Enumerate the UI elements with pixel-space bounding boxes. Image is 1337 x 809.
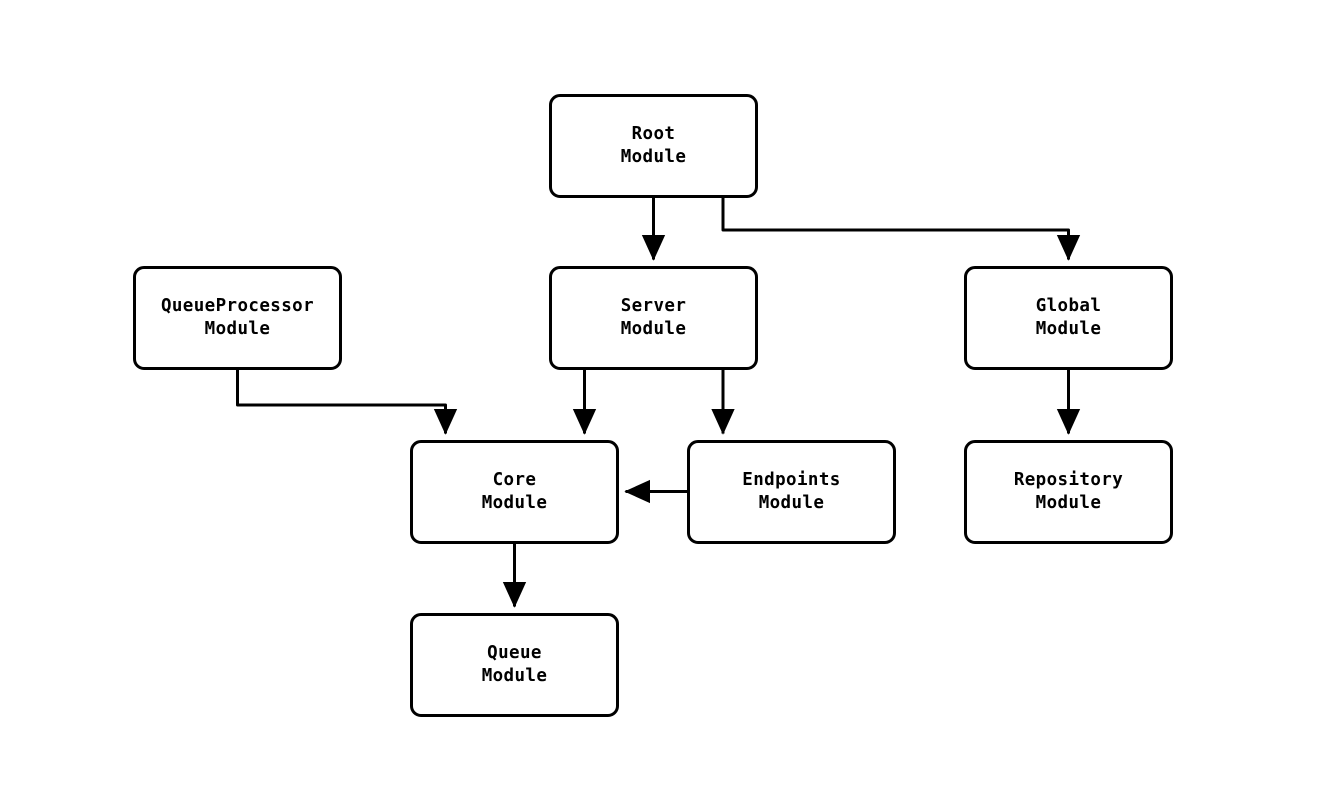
node-queueprocessor-module-label: QueueProcessor Module (160, 295, 315, 339)
edge-queueprocessor-to-core (236, 370, 458, 435)
node-endpoints-module-label: Endpoints Module (742, 469, 841, 513)
edge-root-to-global (721, 198, 1081, 261)
node-repository-module[interactable]: Repository Module (964, 440, 1173, 544)
node-repository-module-label: Repository Module (1013, 469, 1124, 513)
node-server-module[interactable]: Server Module (549, 266, 758, 370)
node-queue-module[interactable]: Queue Module (410, 613, 619, 717)
node-queueprocessor-module[interactable]: QueueProcessor Module (133, 266, 342, 370)
node-root-module-label: Root Module (620, 123, 687, 167)
node-endpoints-module[interactable]: Endpoints Module (687, 440, 896, 544)
node-core-module[interactable]: Core Module (410, 440, 619, 544)
node-queue-module-label: Queue Module (481, 642, 548, 686)
node-global-module[interactable]: Global Module (964, 266, 1173, 370)
node-root-module[interactable]: Root Module (549, 94, 758, 198)
node-core-module-label: Core Module (481, 469, 548, 513)
node-server-module-label: Server Module (620, 295, 687, 339)
node-global-module-label: Global Module (1035, 295, 1102, 339)
